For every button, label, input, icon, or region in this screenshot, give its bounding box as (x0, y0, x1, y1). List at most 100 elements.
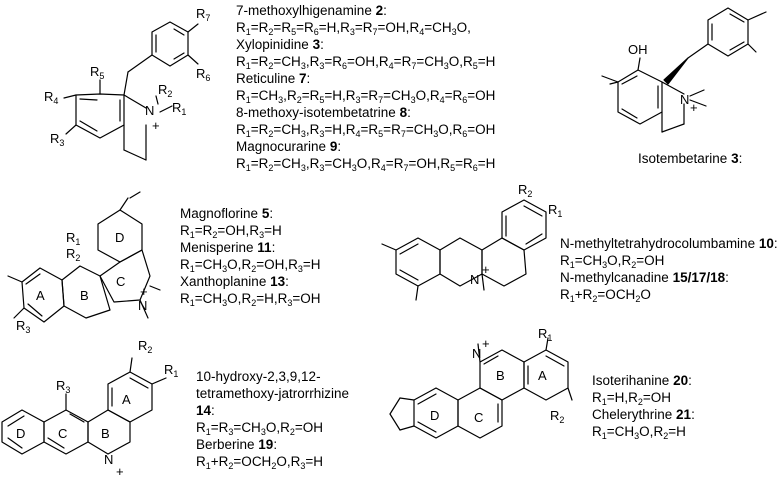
compound-name: N-methylcanadine (560, 270, 673, 285)
colon: : (691, 407, 695, 422)
compound-number: 7 (299, 71, 307, 86)
compound-number: 19 (258, 437, 274, 452)
compound-number: 14 (196, 403, 212, 418)
label-ring-d: D (430, 408, 439, 423)
formula-line: R1=R3=CH3O,R2=OH (196, 420, 323, 437)
compound-name-line: Berberine 19: (196, 436, 349, 453)
label-r2: R2 (550, 408, 564, 425)
formula-line: R1=R2=CH3,R3=CH3O,R4=R7=OH,R5=R6=H (236, 156, 496, 173)
compound-number: 21 (676, 407, 692, 422)
colon: : (320, 37, 324, 52)
compound-name: tetramethoxy-jatrorrhizine (196, 386, 350, 401)
label-r2: R2 (158, 82, 172, 99)
compound-number: 13 (270, 274, 286, 289)
label-plus: + (482, 262, 490, 277)
caption-top-left: 7-methoxylhigenamine 2:R1=R2=R5=R6=H,R3=… (236, 2, 496, 173)
formula-line: R1=CH3,R2=R5=H,R3=R7=CH3O,R4=R6=OH (236, 88, 496, 105)
label-ring-c: C (116, 274, 125, 289)
formula-line: R1=CH3O,R2=OH (560, 253, 665, 270)
compound-number: 2 (375, 3, 384, 18)
compound-name-line: 10-hydroxy-2,3,9,12- (196, 368, 349, 385)
label-ring-a: A (36, 288, 45, 303)
label-ring-a: A (538, 368, 547, 383)
compound-name-line: Isotembetarine 3: (638, 150, 742, 167)
compound-name-line: Xylopinidine 3: (236, 36, 495, 53)
compound-number: 11 (257, 240, 272, 255)
caption-mid-right: N-methyltetrahydrocolumbamine 10:R1=CH3O… (560, 235, 778, 304)
compound-number: 8 (399, 105, 408, 120)
label-r3: R3 (50, 131, 64, 148)
label-n: N (680, 92, 689, 107)
label-r5: R5 (90, 64, 104, 81)
colon: : (271, 240, 276, 255)
colon: : (285, 274, 289, 289)
compound-name: 7-methoxylhigenamine (236, 3, 376, 18)
colon: : (407, 105, 411, 120)
label-plus: + (690, 100, 698, 115)
formula-line: R1=CH3O,R2=OH,R3=H (180, 257, 321, 274)
label-n: N (145, 103, 154, 118)
compound-name-line: Reticuline 7: (236, 70, 495, 87)
compound-name-line: Magnocurarine 9: (236, 138, 495, 155)
compound-name-line: 8-methoxy-isotembetatrine 8: (236, 104, 495, 121)
compound-number: 10 (758, 236, 774, 251)
label-oh: OH (628, 42, 648, 57)
compound-name: Berberine (196, 437, 259, 452)
formula-line: R1+R2=OCH2O,R3=H (196, 454, 323, 471)
colon: : (337, 139, 342, 154)
colon: : (273, 437, 278, 452)
formula-line: R1=R2=OH,R3=H (180, 223, 282, 240)
structure-isotembetarine: OH N + (601, 7, 767, 133)
compound-name: Xylopinidine (236, 37, 313, 52)
compound-name-line: 14: (196, 402, 349, 419)
label-n: N (470, 272, 479, 287)
label-r1: R1 (172, 100, 186, 117)
label-r1: R1 (548, 202, 562, 219)
colon: : (211, 403, 215, 418)
compound-name: Chelerythrine (592, 407, 677, 422)
compound-number: 3 (312, 37, 321, 52)
formula-line: R1=CH3O,R2=H,R3=OH (180, 291, 321, 308)
compound-name-line: tetramethoxy-jatrorrhizine (196, 385, 349, 402)
colon: : (738, 151, 743, 166)
label-ring-c: C (58, 426, 67, 441)
colon: : (688, 373, 692, 388)
compound-name: 8-methoxy-isotembetatrine (236, 105, 400, 120)
colon: : (306, 71, 311, 86)
compound-name: Isotembetarine (638, 151, 732, 166)
compound-name: Magnoflorine (180, 206, 262, 221)
label-ring-a: A (122, 392, 131, 407)
compound-name-line: 7-methoxylhigenamine 2: (236, 2, 495, 19)
compound-name-line: N-methylcanadine 15/17/18: (560, 269, 778, 286)
label-ring-b: B (101, 426, 110, 441)
compound-name: Isoterihanine (592, 373, 674, 388)
formula-line: R1=CH3O,R2=H (592, 424, 686, 441)
label-ring-c: C (474, 410, 483, 425)
compound-name-line: N-methyltetrahydrocolumbamine 10: (560, 235, 778, 252)
compound-name-line: Magnoflorine 5: (180, 205, 321, 222)
caption-top-right: Isotembetarine 3: (638, 150, 742, 167)
label-r1: R1 (164, 362, 178, 379)
formula-line: R1=H,R2=OH (592, 390, 672, 407)
compound-number: 5 (261, 206, 270, 221)
label-r2: R2 (66, 246, 80, 263)
compound-name: Reticuline (236, 71, 300, 86)
label-r2: R2 (138, 338, 152, 355)
compound-name: N-methyltetrahydrocolumbamine (560, 236, 759, 251)
compound-name-line: Menisperine 11: (180, 239, 321, 256)
label-r4: R4 (44, 89, 58, 106)
label-ring-d: D (16, 426, 25, 441)
compound-name: Menisperine (180, 240, 258, 255)
label-r6: R6 (196, 66, 210, 83)
compound-number: 3 (731, 151, 739, 166)
label-n: N (138, 298, 147, 313)
label-n: N (104, 452, 113, 467)
formula-line: R1=R2=R5=R6=H,R3=R7=OH,R4=CH3O, (236, 20, 471, 37)
caption-bot-left: 10-hydroxy-2,3,9,12-tetramethoxy-jatrorr… (196, 368, 349, 471)
label-r7: R7 (196, 6, 210, 23)
label-plus: + (140, 284, 148, 299)
colon: : (269, 206, 274, 221)
compound-number: 9 (329, 139, 338, 154)
